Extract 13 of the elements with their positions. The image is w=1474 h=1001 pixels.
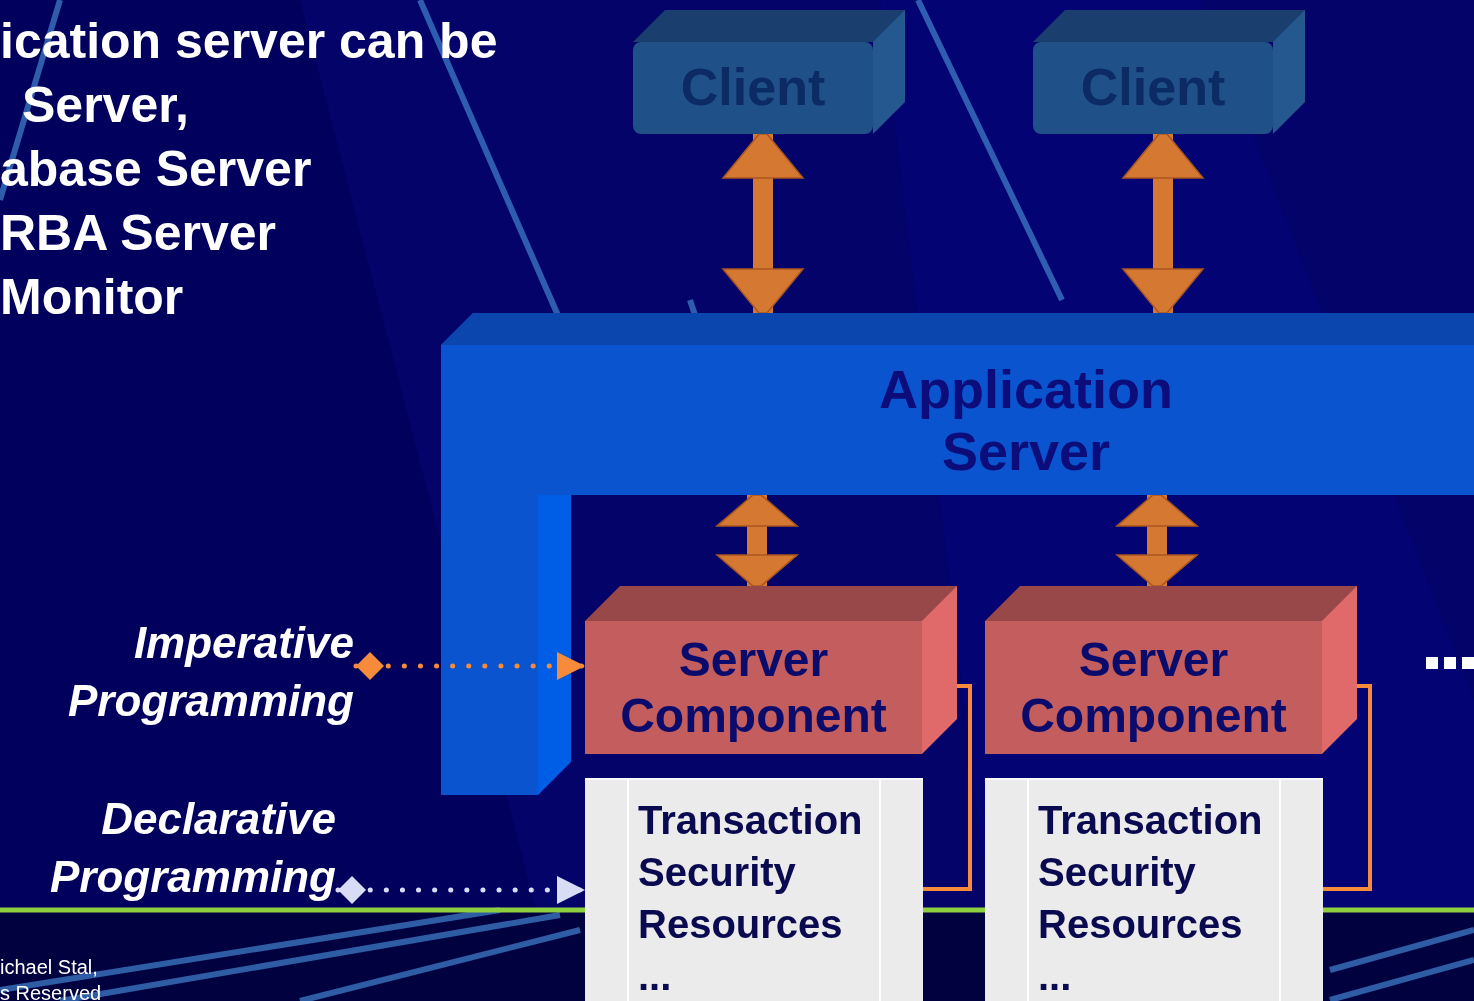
connector-line bbox=[922, 684, 972, 891]
service-list-panel: Transaction Security Resources ... bbox=[985, 778, 1323, 1001]
connector-line bbox=[1322, 684, 1372, 891]
label-text: Imperative Programming bbox=[10, 614, 354, 732]
bullet-text: RBA Server bbox=[0, 206, 277, 261]
service-list-panel: Transaction Security Resources ... bbox=[585, 778, 923, 1001]
bullet-text: abase Server bbox=[0, 142, 312, 197]
bullet-text: ication server can be bbox=[0, 14, 498, 69]
footer-text: s Reserved bbox=[0, 982, 102, 1001]
footer-text: ichael Stal, bbox=[0, 956, 98, 978]
label-text: Declarative Programming bbox=[0, 790, 336, 908]
bullet-text: Monitor bbox=[0, 270, 184, 325]
bullet-text: Server, bbox=[22, 78, 189, 133]
